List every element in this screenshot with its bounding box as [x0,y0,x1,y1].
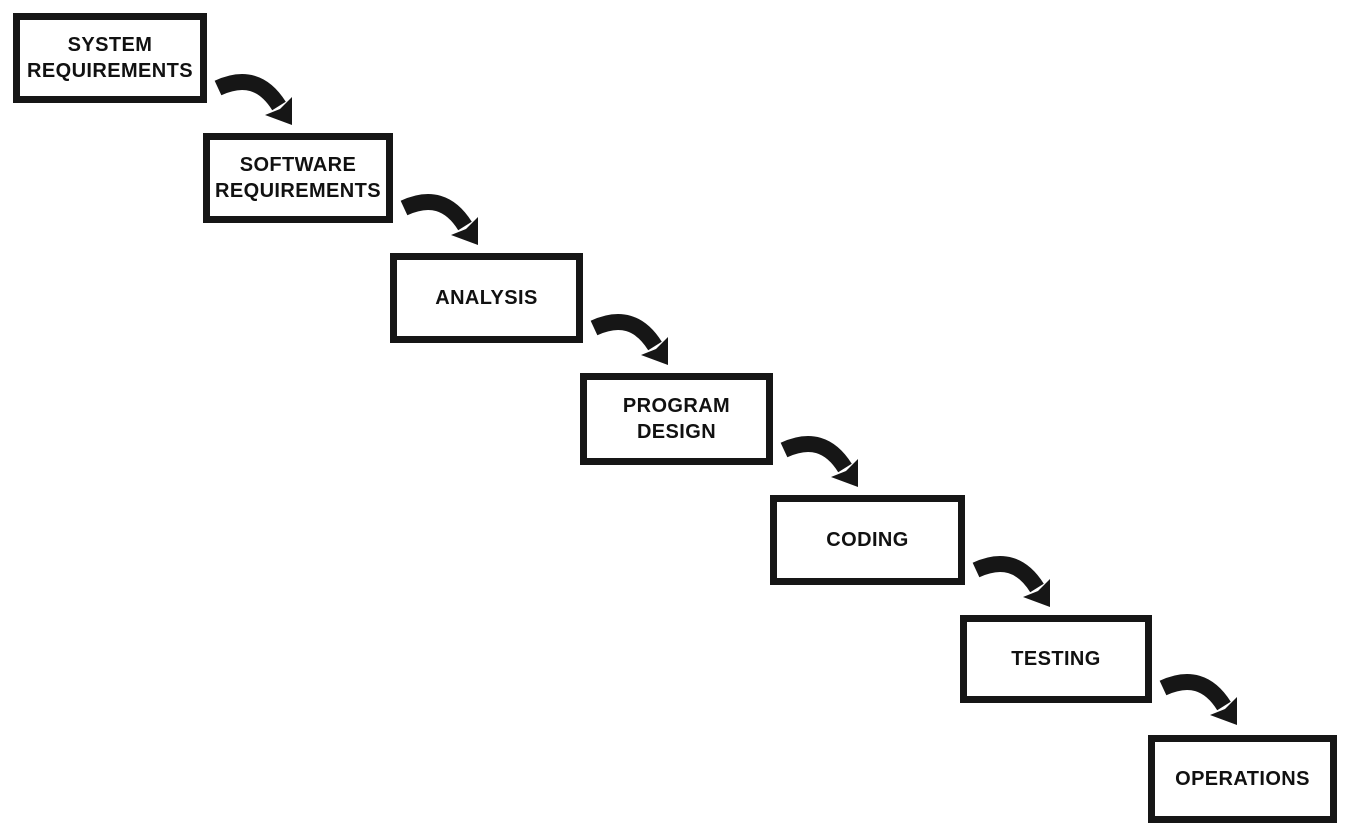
flow-arrow-icon [590,314,668,365]
stage-box-software-requirements: SOFTWARE REQUIREMENTS [203,133,393,223]
stage-label: PROGRAM DESIGN [622,395,731,443]
flow-arrow-icon [400,194,478,245]
flow-arrow-icon [972,556,1050,607]
stage-label: ANALYSIS [435,287,538,309]
flow-arrow-icon [214,74,292,125]
stage-label: OPERATIONS [1175,768,1310,790]
stage-box-coding: CODING [770,495,965,585]
flow-arrow-icon [780,436,858,487]
stage-label: SOFTWARE REQUIREMENTS [215,154,381,202]
stage-box-program-design: PROGRAM DESIGN [580,373,773,465]
stage-label: SYSTEM REQUIREMENTS [27,34,193,82]
stage-box-operations: OPERATIONS [1148,735,1337,823]
stage-box-analysis: ANALYSIS [390,253,583,343]
stage-box-testing: TESTING [960,615,1152,703]
stage-label: CODING [826,529,909,551]
stage-label: TESTING [1011,648,1101,670]
flow-arrow-icon [1159,674,1237,725]
stage-box-system-requirements: SYSTEM REQUIREMENTS [13,13,207,103]
